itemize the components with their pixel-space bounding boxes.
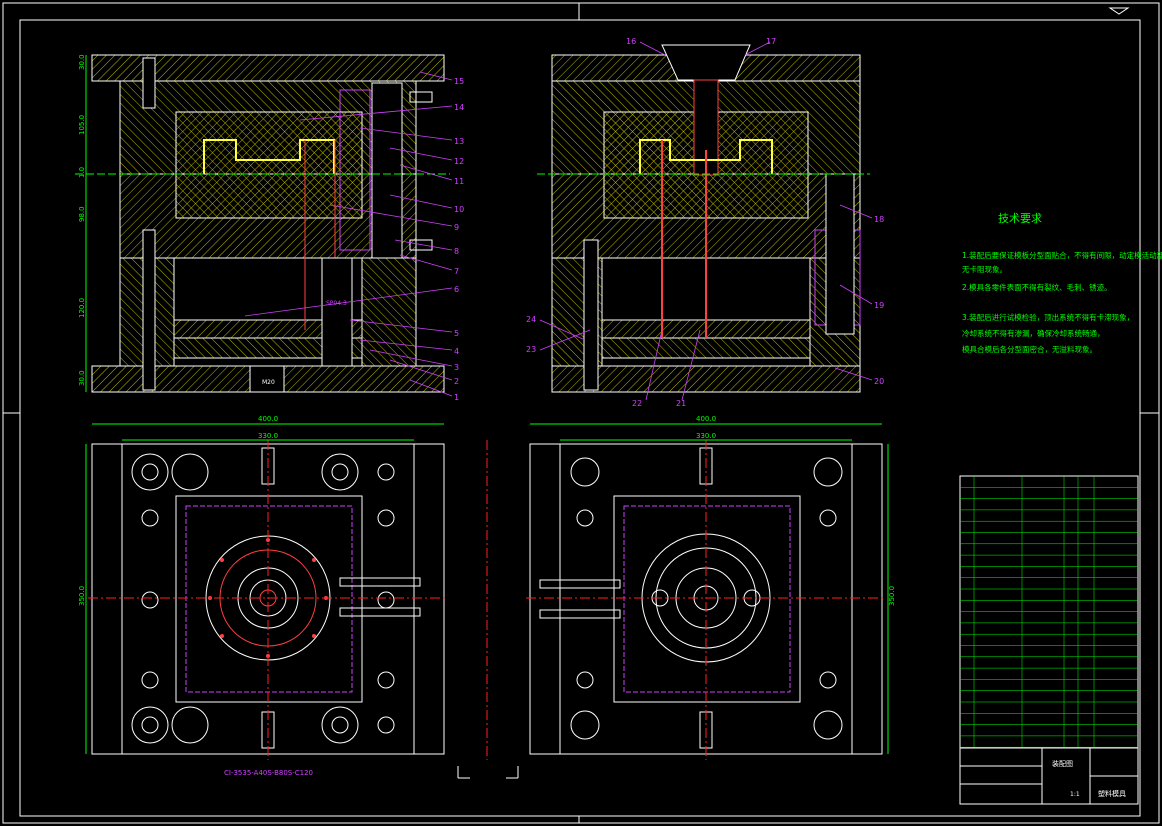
part-label: 7	[454, 267, 459, 276]
title-drawing: 塑料模具	[1098, 789, 1126, 798]
req-line: 2.模具各零件表面不得有裂纹、毛刺、锈迹。	[962, 282, 1112, 292]
part-label: 20	[874, 377, 884, 386]
dim-height-right: 350.0	[888, 586, 896, 606]
part-label: 2	[454, 377, 459, 386]
part-label: 17	[766, 37, 776, 46]
part-label: 14	[454, 103, 464, 112]
part-labels-right: 16 17 18 19 20 21 22 23 24	[526, 37, 884, 408]
part-label: 13	[454, 137, 464, 146]
dim-left-5: 30.0	[78, 370, 86, 386]
mold-spec: CI-3535-A40S-B80S-C120	[224, 769, 313, 777]
dim-inner-right: 330.0	[696, 432, 716, 440]
right-plan-view	[486, 423, 889, 760]
part-label: 5	[454, 329, 459, 338]
req-line: 模具合模后各分型面密合，无溢料现象。	[962, 344, 1097, 354]
dim-left-1: 105.0	[78, 115, 86, 135]
req-line: 1.装配后要保证模板分型面贴合，不得有间隙，动定模活动部分应灵活	[962, 250, 1162, 260]
req-line: 无卡阻现象。	[962, 264, 1007, 274]
dim-width-left: 400.0	[258, 415, 278, 423]
inline-m20: M20	[262, 379, 275, 386]
right-section-view	[537, 41, 873, 401]
dim-left-0: 30.0	[78, 54, 86, 70]
orientation-triangle	[1108, 7, 1130, 15]
title-scale: 1:1	[1070, 791, 1080, 798]
dims-left-group: 30.0 105.0 1.0 98.0 120.0 30.0	[78, 54, 86, 386]
part-labels-left: 15 14 13 12 11 10 9 8 7 6 5 4 3 2 1	[454, 77, 464, 402]
dim-left-3: 98.0	[78, 206, 86, 222]
parts-list: 装配图 塑料模具 1:1	[959, 475, 1139, 805]
part-label: 3	[454, 363, 459, 372]
inline-sp: SP04.3	[326, 300, 347, 307]
part-label: 6	[454, 285, 459, 294]
part-label: 9	[454, 223, 459, 232]
inner-border	[19, 19, 1141, 817]
req-line: 冷却系统不得有渗漏，确保冷却系统畅通，	[962, 328, 1105, 338]
part-label: 22	[632, 399, 642, 408]
technical-requirements: 技术要求 1.装配后要保证模板分型面贴合，不得有间隙，动定模活动部分应灵活 无卡…	[962, 212, 1162, 354]
dim-left-2: 1.0	[78, 167, 86, 178]
left-plan-view	[85, 423, 448, 760]
part-label: 18	[874, 215, 884, 224]
part-label: 15	[454, 77, 464, 86]
part-label: 24	[526, 315, 536, 324]
part-label: 16	[626, 37, 636, 46]
dim-width-right: 400.0	[696, 415, 716, 423]
part-label: 8	[454, 247, 459, 256]
part-label: 12	[454, 157, 464, 166]
part-label: 21	[676, 399, 686, 408]
part-label: 10	[454, 205, 464, 214]
dim-height-left: 350.0	[78, 586, 86, 606]
dim-inner-left: 330.0	[258, 432, 278, 440]
req-line: 3.装配后进行试模检验，顶出系统不得有卡滞现象，	[962, 312, 1134, 322]
part-label: 19	[874, 301, 884, 310]
left-section-view	[75, 54, 453, 397]
dim-left-4: 120.0	[78, 298, 86, 318]
title-name: 装配图	[1052, 759, 1073, 768]
part-label: 4	[454, 347, 459, 356]
tech-title: 技术要求	[998, 212, 1042, 225]
part-label: 23	[526, 345, 536, 354]
part-label: 1	[454, 393, 459, 402]
part-label: 11	[454, 177, 464, 186]
